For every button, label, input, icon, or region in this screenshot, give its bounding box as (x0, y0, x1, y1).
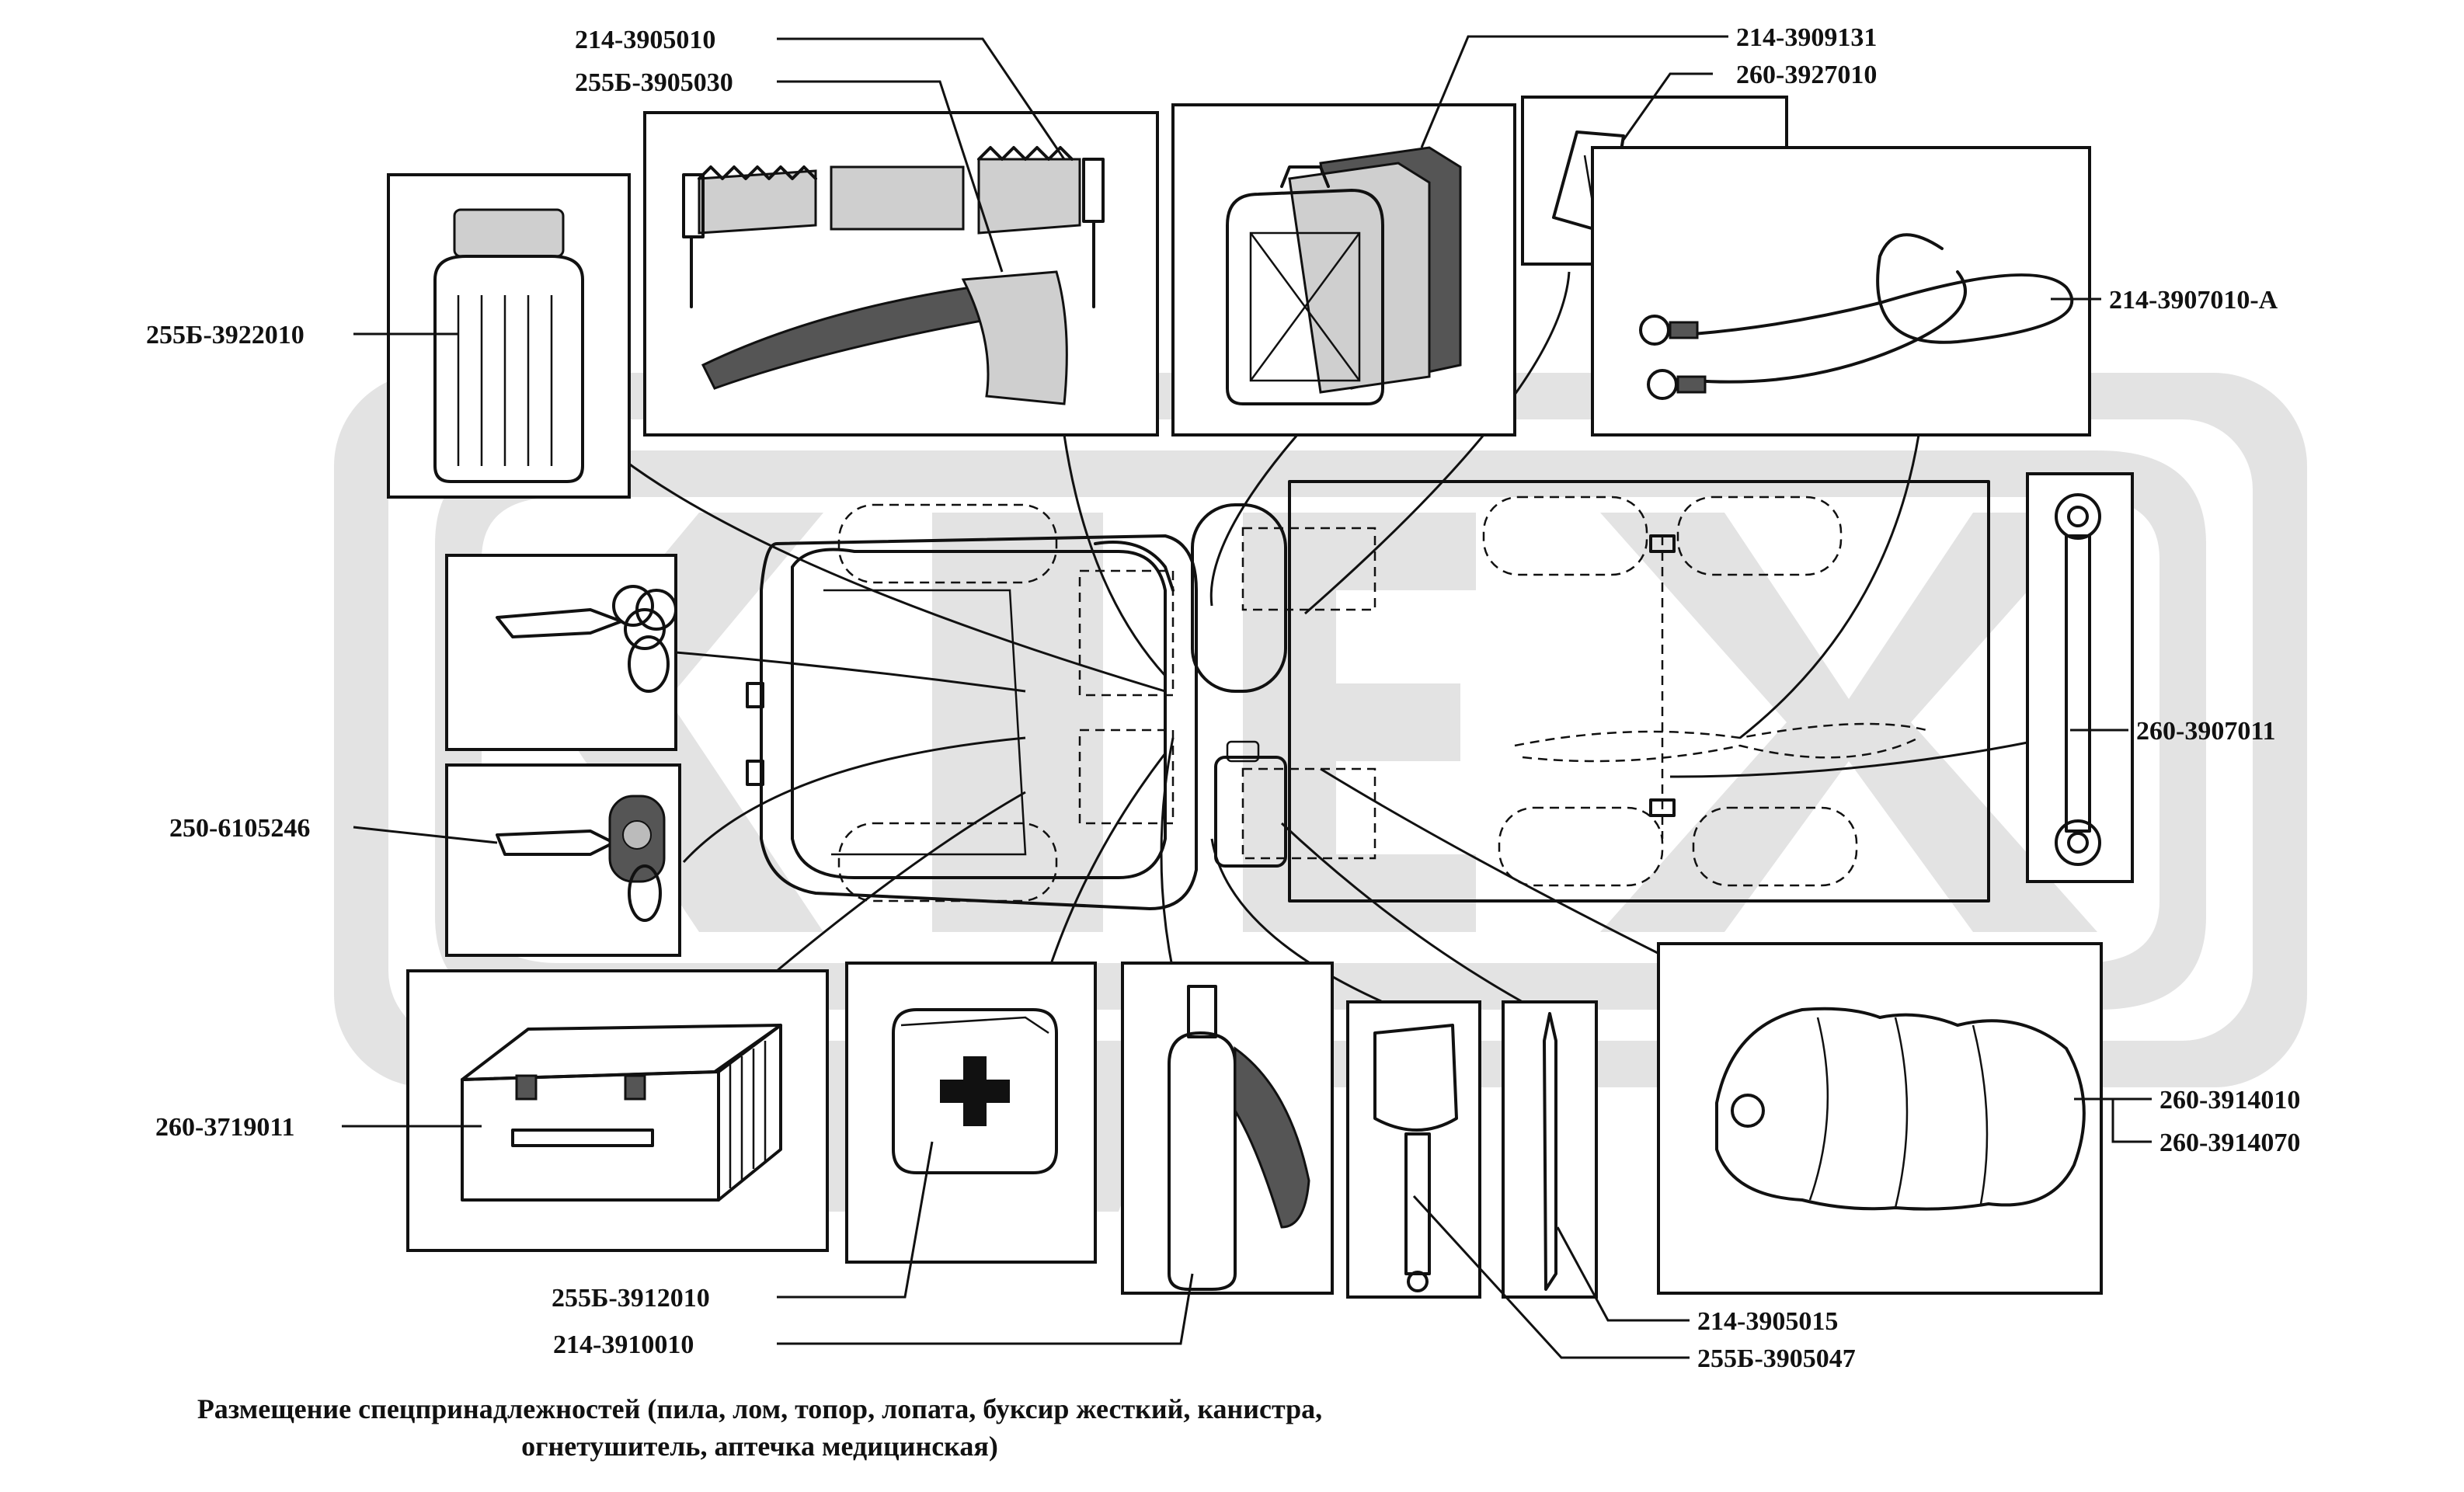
label-first-aid-kit: 255Б-3912010 (552, 1284, 710, 1313)
caption-line-1: Размещение спецпринадлежностей (пила, ло… (197, 1393, 1323, 1424)
label-canister: 214-3909131 (1736, 23, 1877, 52)
diagram-caption: Размещение спецпринадлежностей (пила, ло… (61, 1390, 1459, 1465)
label-leaders (342, 35, 2152, 1359)
label-tool-box: 260-3719011 (155, 1113, 294, 1142)
bags-panel (1657, 942, 2103, 1295)
canister-panel (1171, 103, 1516, 436)
key-panel-top (445, 554, 677, 751)
part-labels: 214-3905010 255Б-3905030 214-3909131 260… (146, 23, 2300, 1373)
label-shovel: 255Б-3905047 (1697, 1344, 1856, 1373)
watermark-logo (334, 373, 2307, 1212)
label-bag-2: 260-3914070 (2159, 1129, 2300, 1157)
label-wheel-chock: 260-3927010 (1736, 61, 1877, 89)
fire-extinguisher-panel (1121, 962, 1334, 1295)
label-axe: 255Б-3905030 (575, 68, 733, 97)
key-panel-bottom (445, 763, 681, 957)
label-saw: 214-3905010 (575, 26, 715, 54)
caption-line-2: огнетушитель, аптечка медицинская) (521, 1431, 998, 1462)
saw-axe-panel (643, 111, 1159, 436)
shovel-panel (1346, 1000, 1481, 1299)
label-bottle: 255Б-3922010 (146, 321, 305, 350)
tool-box-panel (406, 969, 829, 1252)
label-tow-cable: 214-3907010-А (2109, 286, 2278, 315)
label-fire-extinguisher: 214-3910010 (553, 1330, 694, 1359)
label-tow-bar: 260-3907011 (2136, 717, 2275, 746)
bottle-panel (387, 173, 631, 499)
label-key: 250-6105246 (169, 814, 310, 843)
crowbar-panel (1502, 1000, 1598, 1299)
first-aid-kit-panel (845, 962, 1097, 1264)
label-bag-1: 260-3914010 (2159, 1086, 2300, 1115)
tow-bar-panel (2026, 472, 2134, 883)
tow-cable-panel (1591, 146, 2091, 436)
label-crowbar: 214-3905015 (1697, 1307, 1838, 1336)
